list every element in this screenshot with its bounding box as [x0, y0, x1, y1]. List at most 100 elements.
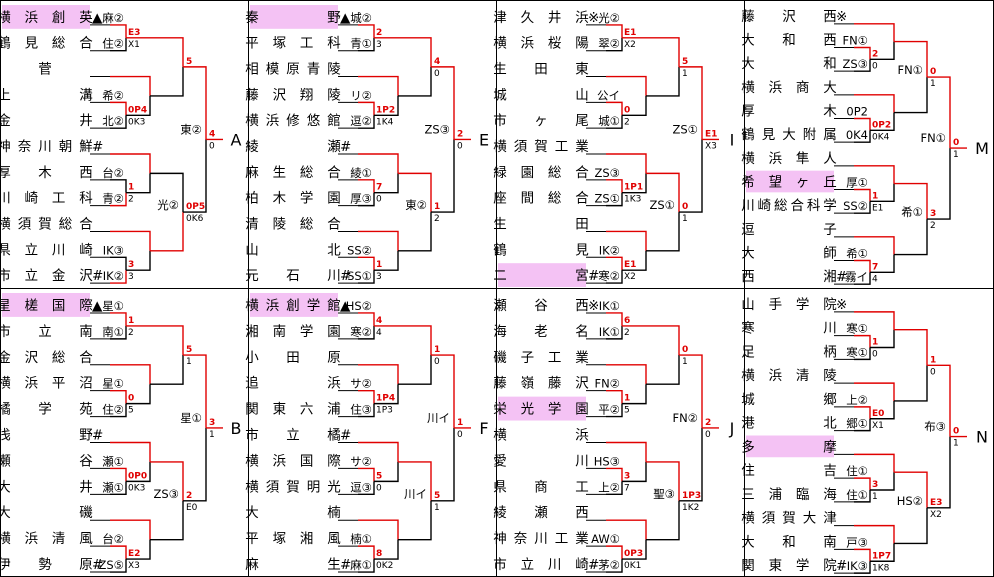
- team-name: 関: [245, 402, 259, 418]
- round-label: サ②: [350, 377, 372, 391]
- bracket-line: [854, 130, 871, 143]
- team-mark: #: [836, 558, 847, 574]
- score: 1: [128, 183, 134, 193]
- bracket-line: [110, 519, 151, 540]
- score: 1P3: [376, 406, 393, 416]
- team-name: 磯: [493, 350, 507, 366]
- bracket-line: [606, 115, 623, 129]
- score: 0: [872, 61, 878, 71]
- team-name: 隼: [796, 151, 810, 167]
- round-label: 青②: [102, 192, 124, 206]
- team-name: 浦: [327, 402, 341, 418]
- team-name: 総: [548, 191, 562, 207]
- score: 5: [682, 57, 688, 67]
- team-name: 浜: [769, 80, 783, 96]
- team-name: 瀬: [0, 453, 11, 469]
- bracket-line: [110, 270, 127, 284]
- team-name: 瀬: [534, 505, 548, 521]
- bracket-line: [358, 467, 375, 482]
- score: 0P5: [186, 202, 205, 212]
- team-highlight: [498, 263, 586, 287]
- bracket-line: [431, 139, 455, 213]
- team-name: 翔: [300, 87, 314, 103]
- bracket-line: [110, 325, 127, 340]
- bracket-line: [110, 179, 127, 193]
- round-label: 北②: [102, 114, 124, 128]
- round-label: IK②: [599, 243, 620, 257]
- team-name: 綾: [493, 505, 507, 521]
- team-name: 塚: [273, 531, 287, 547]
- team-name: 明: [307, 479, 321, 495]
- team-name: 鶴: [493, 241, 507, 258]
- bracket-line: [110, 389, 127, 404]
- bracket-line: [150, 212, 184, 252]
- round-label: 茅②: [598, 558, 620, 572]
- round-label: ZS⑤: [99, 558, 125, 572]
- team-name: 間: [521, 191, 535, 207]
- team-name: 浜: [575, 10, 589, 26]
- team-name: 南: [79, 324, 93, 340]
- team-name: 賀: [782, 511, 796, 527]
- bracket-line: [398, 212, 432, 252]
- team-name: 愛: [493, 453, 507, 469]
- team-name: 光: [521, 402, 535, 418]
- team-name: 須: [514, 139, 528, 155]
- round-label: 南①: [102, 325, 124, 339]
- team-name: 橘: [327, 428, 341, 444]
- team-highlight: [498, 396, 586, 421]
- team-highlight: [2, 293, 90, 317]
- team-name: 綾: [245, 139, 259, 155]
- bracket-line: [398, 37, 432, 67]
- bracket-line: [854, 46, 871, 60]
- score: 1: [930, 79, 936, 89]
- bracket-line: [854, 418, 871, 432]
- team-name: 大: [0, 479, 11, 495]
- score: 5: [434, 491, 440, 501]
- team-name: 丘: [823, 175, 837, 191]
- bracket-line: [126, 250, 151, 271]
- team-highlight: [250, 293, 338, 317]
- round-label: 星①: [102, 299, 124, 313]
- team-name: 院: [823, 297, 837, 313]
- team-name: 井: [79, 479, 93, 495]
- round-label: 東②: [405, 198, 427, 212]
- team-name: 崎: [79, 242, 93, 258]
- team-name: 見: [762, 127, 776, 143]
- bracket-line: [646, 172, 680, 213]
- bracket-line: [358, 75, 399, 96]
- score: 1: [872, 191, 878, 201]
- team-name: 六: [300, 402, 314, 418]
- team-name: 金: [0, 113, 11, 129]
- score: 0P3: [624, 549, 643, 559]
- round-label: 青①: [350, 37, 372, 51]
- team-name: 横: [741, 368, 755, 384]
- round-label: 布③: [924, 420, 946, 434]
- team-name: 清: [52, 531, 66, 547]
- bracket-line: [358, 481, 375, 496]
- score: E1: [705, 129, 717, 139]
- score: 1P1: [624, 183, 643, 193]
- team-name: 青: [307, 62, 321, 78]
- bracket-line: [679, 354, 703, 428]
- bracket-line: [374, 539, 399, 560]
- team-name: 沼: [79, 376, 93, 392]
- team-name: 住: [741, 463, 755, 479]
- team-name: 工: [555, 139, 569, 155]
- bracket-line: [894, 328, 928, 366]
- score: 2: [128, 328, 134, 338]
- team-name: 柏: [245, 191, 259, 207]
- score: 0: [682, 202, 688, 212]
- team-name: 瀬: [327, 139, 341, 155]
- team-name: 英: [79, 9, 93, 26]
- team-name: 崎: [575, 557, 589, 573]
- team-name: 沢: [25, 350, 39, 366]
- team-mark: #: [92, 557, 103, 573]
- team-name: 橘: [0, 402, 11, 418]
- bracket-line: [150, 172, 184, 213]
- team-name: 桜: [548, 36, 562, 52]
- bracket-line: [854, 94, 895, 113]
- round-label: ZS①: [650, 198, 676, 212]
- round-label: FN①: [897, 63, 923, 77]
- bracket-line: [110, 545, 127, 560]
- score: 7: [624, 483, 630, 493]
